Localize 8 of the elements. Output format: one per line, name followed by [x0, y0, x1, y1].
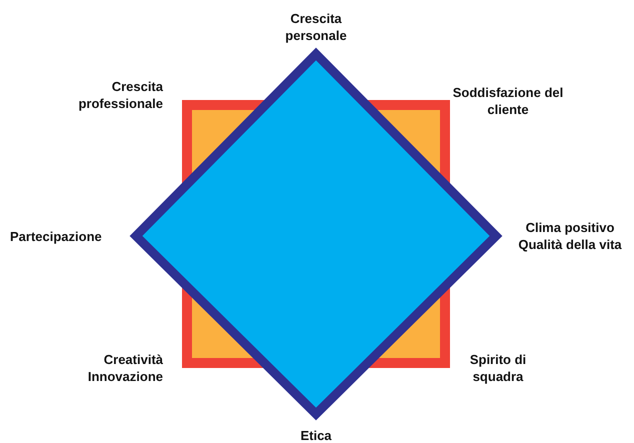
- corner-label: Partecipazione: [10, 228, 103, 245]
- corner-label: Clima positivo Qualità della vita: [517, 219, 623, 253]
- corner-label: Crescita personale: [284, 10, 348, 44]
- corner-label: Etica: [299, 427, 333, 443]
- corner-label: Spirito di squadra: [468, 351, 528, 385]
- corner-label: Soddisfazione del cliente: [452, 84, 564, 118]
- corner-label: Creatività Innovazione: [86, 351, 163, 385]
- corner-label: Crescita professionale: [77, 78, 163, 112]
